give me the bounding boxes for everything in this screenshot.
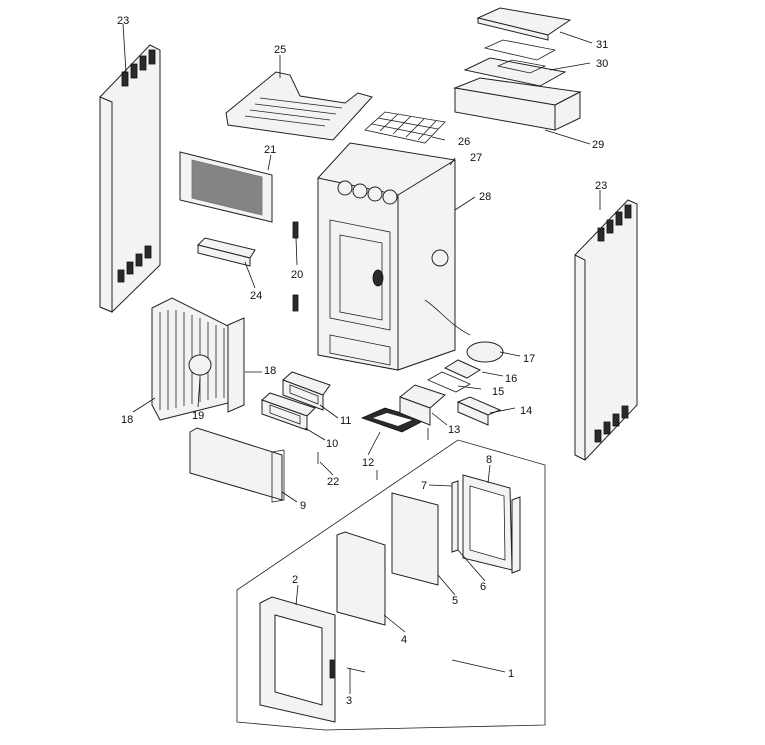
callout-label: 3 <box>346 695 352 707</box>
door-inner-frame <box>451 474 521 574</box>
callout-label: 7 <box>421 480 427 492</box>
rear-grille <box>179 151 273 223</box>
bracket <box>197 237 256 267</box>
callout-label: 28 <box>479 191 491 203</box>
door-kit-outline <box>236 439 546 731</box>
callout-label: 18 <box>264 365 276 377</box>
callout-label: 22 <box>327 476 339 488</box>
callout-label: 21 <box>264 144 276 156</box>
callout-label: 17 <box>523 353 535 365</box>
callout-label: 11 <box>340 415 351 427</box>
callout-label: 29 <box>592 139 604 151</box>
callout-label: 15 <box>492 386 504 398</box>
callout-labels: 1 2 3 4 5 6 7 8 9 10 11 12 13 14 15 16 1… <box>117 15 608 707</box>
left-side-panel <box>99 44 161 313</box>
callout-label: 12 <box>362 457 374 469</box>
callout-label: 25 <box>274 44 286 56</box>
callout-label: 4 <box>401 634 407 646</box>
callout-label: 5 <box>452 595 458 607</box>
callout-label: 26 <box>458 136 470 148</box>
callout-label: 6 <box>480 581 486 593</box>
right-side-panel <box>574 199 638 461</box>
callout-label: 31 <box>596 39 608 51</box>
leader-lines <box>122 23 601 694</box>
callout-label: 8 <box>486 454 492 466</box>
screws <box>317 428 429 480</box>
front-frame-10 <box>261 392 316 431</box>
callout-label: 23 <box>595 180 607 192</box>
callout-label: 9 <box>300 500 306 512</box>
callout-label: 1 <box>508 668 514 680</box>
callout-label: 13 <box>448 424 460 436</box>
callout-label: 16 <box>505 373 517 385</box>
grid-mesh <box>364 111 446 144</box>
lower-panel <box>189 427 285 503</box>
callout-label: 27 <box>470 152 482 164</box>
burner-parts <box>398 341 504 426</box>
callout-label: 14 <box>520 405 532 417</box>
callout-label: 10 <box>326 438 338 450</box>
flex-hose <box>424 249 471 336</box>
callout-label: 23 <box>117 15 129 27</box>
callout-label: 18 <box>121 414 133 426</box>
heat-shield <box>151 297 245 421</box>
door-gasket <box>391 492 439 586</box>
stove-body <box>317 142 456 371</box>
callout-label: 24 <box>250 290 262 302</box>
front-frame-11 <box>282 371 331 411</box>
callout-label: 19 <box>192 410 204 422</box>
top-cover <box>225 71 373 141</box>
top-plate-assembly <box>453 7 582 131</box>
callout-label: 2 <box>292 574 298 586</box>
callout-label: 30 <box>596 58 608 70</box>
hinges <box>292 221 299 312</box>
door-glass <box>336 531 386 626</box>
callout-label: 20 <box>291 269 303 281</box>
door-frame <box>259 596 336 723</box>
